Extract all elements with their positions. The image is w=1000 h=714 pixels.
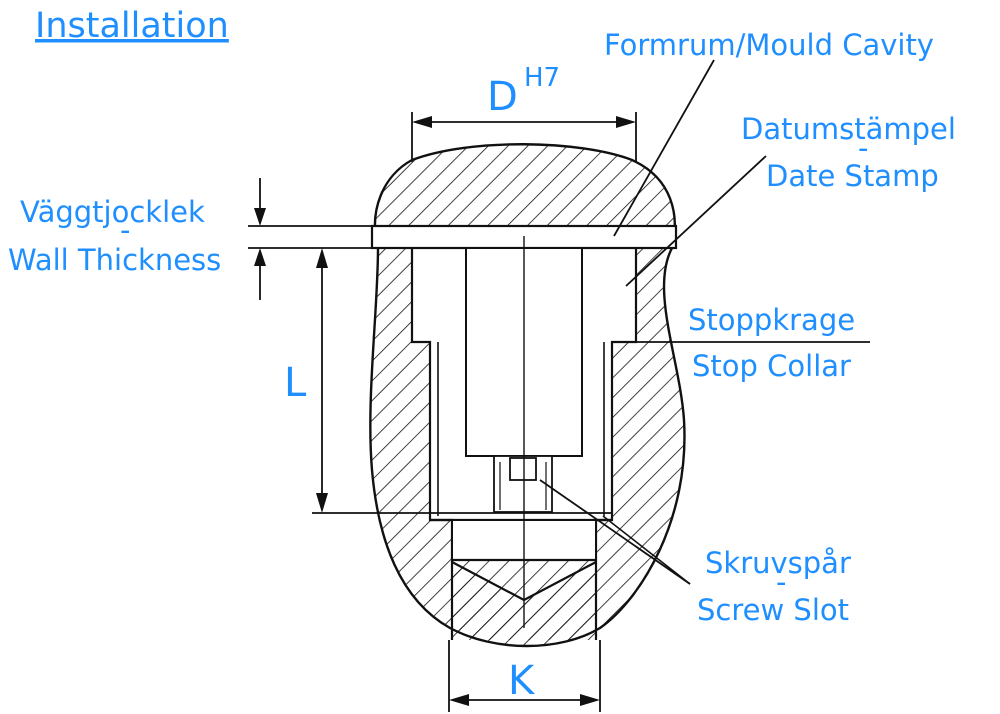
leaders — [539, 59, 870, 585]
k-label: K — [508, 658, 536, 704]
cap-lower-section — [370, 248, 685, 646]
leader-screw-slot — [539, 479, 691, 585]
page-title: Installation — [35, 6, 229, 46]
label-screw-slot-en: Screw Slot — [697, 593, 849, 627]
leader-mould-cavity — [613, 59, 715, 237]
screw-slot-feature — [509, 457, 537, 481]
cavity — [410, 236, 638, 640]
lower-pocket — [430, 518, 612, 640]
l-label: L — [284, 360, 307, 406]
dimension-l: L — [284, 247, 612, 514]
dimension-wall — [248, 178, 372, 300]
label-wall-sep: - — [120, 213, 130, 247]
l-arrow-bottom — [316, 493, 328, 513]
k-arrow-right — [580, 694, 600, 706]
d-arrow-right — [616, 116, 636, 128]
label-screw-slot-sv: Skruvspår — [705, 546, 851, 580]
label-stop-collar-sv: Stoppkrage — [688, 303, 855, 337]
d-tolerance: H7 — [524, 63, 560, 93]
label-wall-sv: Väggtjocklek — [20, 195, 205, 229]
cavity-outline — [410, 248, 638, 522]
wall-arrow-top — [254, 208, 266, 226]
label-stop-collar-en: Stop Collar — [692, 349, 851, 383]
wall-arrow-bottom — [254, 248, 266, 266]
callout-labels: Formrum/Mould Cavity Datumstämpel - Date… — [8, 28, 956, 627]
dimension-d: D H7 — [411, 63, 637, 162]
leader-screw-slot-2 — [602, 515, 691, 585]
d-arrow-left — [412, 116, 432, 128]
k-arrow-left — [449, 694, 469, 706]
label-date-stamp-sep: - — [858, 131, 868, 165]
label-date-stamp-sv: Datumstämpel — [741, 112, 956, 146]
l-arrow-top — [316, 248, 328, 268]
label-date-stamp-en: Date Stamp — [766, 159, 939, 193]
dimension-k: K — [448, 640, 601, 712]
label-screw-slot-sep: - — [776, 565, 786, 599]
label-wall-en: Wall Thickness — [8, 243, 221, 277]
d-label: D — [487, 74, 518, 120]
cap-top-section — [370, 144, 685, 226]
leader-date-stamp — [625, 155, 767, 287]
label-mould-cavity: Formrum/Mould Cavity — [604, 28, 934, 62]
